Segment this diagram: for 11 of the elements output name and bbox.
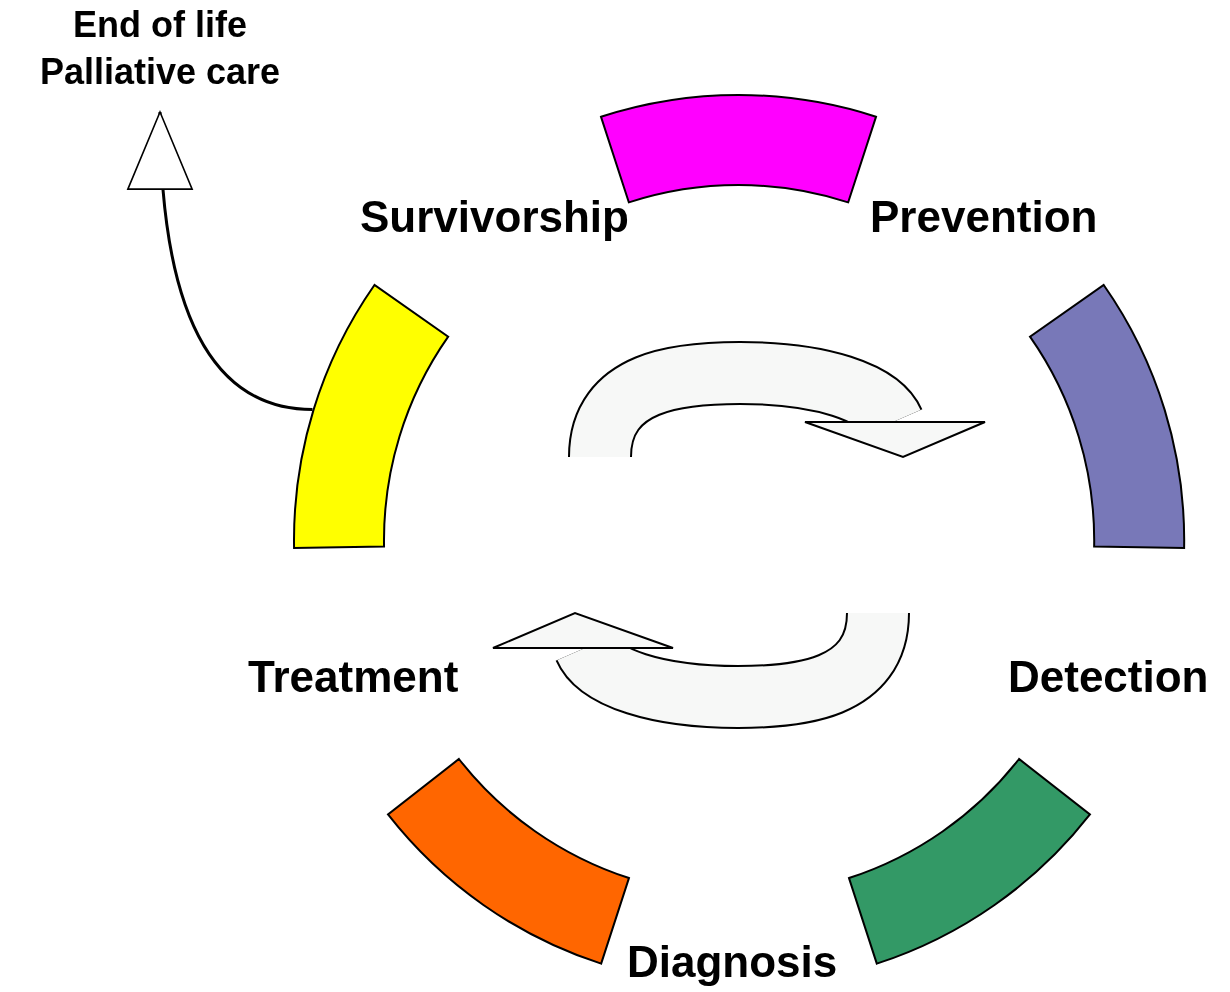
stage-label: Treatment bbox=[248, 653, 459, 702]
stage-label: Survivorship bbox=[360, 193, 629, 242]
arc-segment bbox=[846, 756, 1092, 966]
stage-label: Diagnosis bbox=[627, 938, 838, 987]
arc-segment bbox=[1027, 282, 1186, 550]
stage-label: End of life Palliative care bbox=[5, 2, 315, 96]
arc-segment bbox=[292, 282, 451, 550]
stage-label: Detection bbox=[1008, 653, 1209, 702]
arc-segment bbox=[386, 756, 632, 966]
stage-label: Prevention bbox=[870, 193, 1098, 242]
curved-arrow bbox=[128, 111, 313, 412]
